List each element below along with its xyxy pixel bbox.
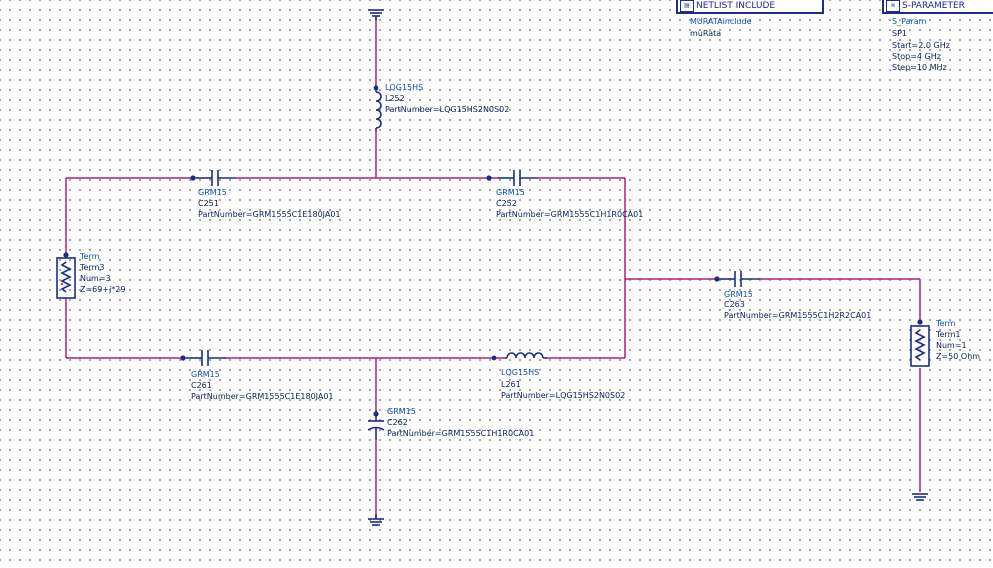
l252-lib: LQG15HS [385,83,424,92]
term1-lib: Term [936,319,956,328]
term3-port[interactable] [56,252,76,299]
l261-name: L261 [501,380,521,389]
sparam-step: Step=10 MHz [892,63,947,72]
c261-part: PartNumber=GRM1555C1E180JA01 [191,392,334,401]
ground-symbol-top[interactable] [368,9,384,20]
l261-part: PartNumber=LQG15HS2N0S02 [501,391,626,400]
ground-symbol-c262[interactable] [368,514,384,526]
c252-name: C252 [496,199,517,208]
c262-part: PartNumber=GRM1555C1H1R0CA01 [387,429,535,438]
c252-lib: GRM15 [496,188,525,197]
capacitor-c252[interactable] [486,170,538,186]
netlist-include-block[interactable]: ▤ NETLIST INCLUDE [676,0,824,14]
sparam-name: SP1 [892,29,907,38]
capacitor-c262[interactable] [367,410,385,440]
sparam-start: Start=2.0 GHz [892,41,950,50]
sparam-stop: Stop=4 GHz [892,52,941,61]
s-parameters-icon: ≋ [886,0,900,12]
term3-z: Z=69+j*29 [80,285,126,294]
term1-port[interactable] [910,319,930,367]
term3-name: Term3 [80,263,105,272]
netlist-include-icon: ▤ [680,0,694,12]
murata-type: MURATAinclude [690,17,752,26]
c261-lib: GRM15 [191,370,220,379]
c263-part: PartNumber=GRM1555C1H2R2CA01 [724,311,872,320]
l261-lib: LQG15HS [501,368,540,377]
capacitor-c263[interactable] [714,271,760,287]
c262-lib: GRM15 [387,407,416,416]
s-parameters-block[interactable]: ≋ S-PARAMETER [882,0,993,14]
term1-num: Num=1 [936,341,967,350]
term1-z: Z=50 Ohm [936,352,981,361]
c263-lib: GRM15 [724,290,753,299]
term1-name: Term1 [936,330,961,339]
ground-symbol-term1[interactable] [912,493,928,501]
term3-num: Num=3 [80,274,111,283]
c251-lib: GRM15 [198,188,227,197]
c262-name: C262 [387,418,408,427]
capacitor-c261[interactable] [180,350,226,366]
c252-part: PartNumber=GRM1555C1H1R0CA01 [496,210,644,219]
wires [65,18,921,518]
term3-lib: Term [80,252,100,261]
capacitor-c251[interactable] [190,170,236,186]
c263-name: C263 [724,300,745,309]
c251-part: PartNumber=GRM1555C1E180JA01 [198,210,341,219]
c251-name: C251 [198,199,219,208]
netlist-include-label: NETLIST INCLUDE [696,1,776,11]
inductor-l261[interactable] [491,352,547,361]
s-parameters-label: S-PARAMETER [902,1,965,11]
l252-part: PartNumber=LQG15HS2N0S02 [385,105,510,114]
c261-name: C261 [191,381,212,390]
sparam-type: S_Param [892,17,927,26]
inductor-l252[interactable] [373,85,382,131]
murata-name: muRata [690,29,722,38]
l252-name: L252 [385,94,405,103]
